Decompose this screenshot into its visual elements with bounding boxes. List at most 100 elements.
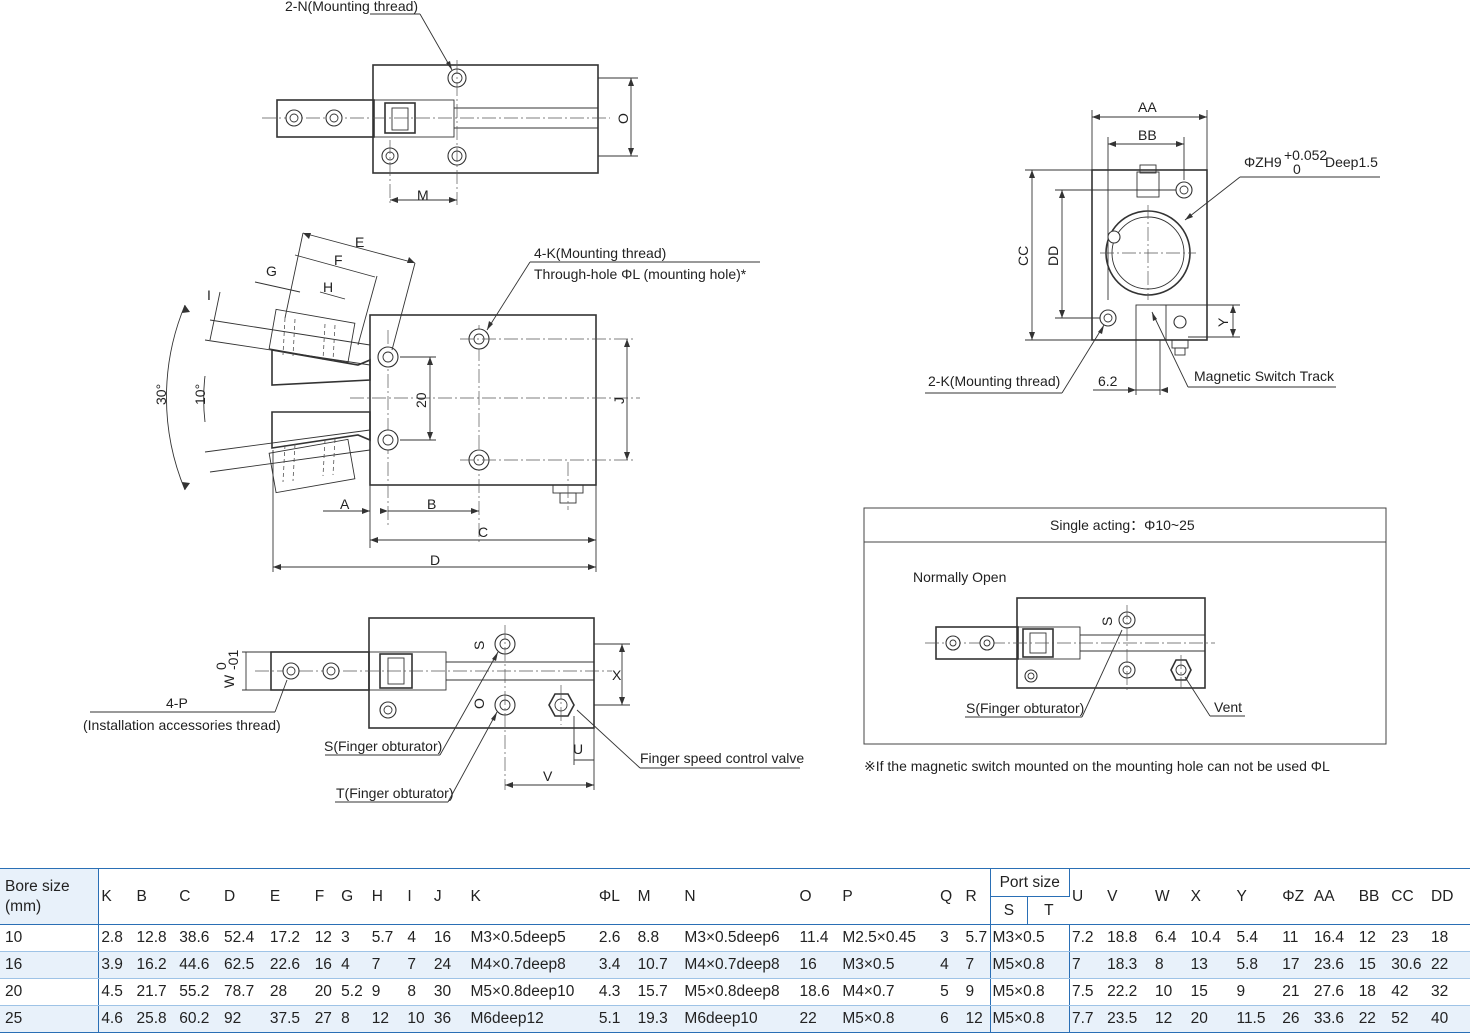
label-d: D xyxy=(430,552,440,568)
note-magnetic-switch: ※If the magnetic switch mounted on the m… xyxy=(864,758,1330,774)
header-col: P xyxy=(840,868,939,925)
table-cell: M3×0.5 xyxy=(840,951,939,979)
table-cell: 12 xyxy=(369,1005,406,1033)
table-cell: 4 xyxy=(938,951,964,979)
table-cell: 16 xyxy=(312,951,340,979)
table-cell: 22 xyxy=(1429,951,1470,979)
header-col: O xyxy=(797,868,841,925)
table-cell: 11 xyxy=(1280,924,1312,952)
table-cell: M5×0.8 xyxy=(840,1005,939,1033)
table-cell: 38.6 xyxy=(177,924,223,952)
table-cell: 17.2 xyxy=(267,924,313,952)
table-cell: M5×0.8deep10 xyxy=(468,978,597,1006)
label-i: I xyxy=(207,287,211,303)
label-h: H xyxy=(323,279,333,295)
table-cell: 52.4 xyxy=(222,924,268,952)
header-col: CC xyxy=(1389,868,1429,925)
table-cell: 18 xyxy=(1429,924,1470,952)
table-cell: 10 xyxy=(1153,978,1189,1006)
table-cell: 6.4 xyxy=(1153,924,1189,952)
front-view: 4-K(Mounting thread) Through-hole ΦL (mo… xyxy=(153,232,760,572)
label-angle-30: 30° xyxy=(153,384,169,405)
table-cell: 4.5 xyxy=(98,978,135,1006)
label-w-tol-upper: 0 xyxy=(213,662,229,670)
table-cell: 5.7 xyxy=(369,924,406,952)
label-zh9-deep: Deep1.5 xyxy=(1325,154,1378,170)
table-cell: 7 xyxy=(405,951,432,979)
table-cell: 11.5 xyxy=(1234,1005,1281,1033)
label-c: C xyxy=(478,524,488,540)
table-cell: 55.2 xyxy=(177,978,223,1006)
table-cell: 21.7 xyxy=(134,978,178,1006)
table-cell: 10 xyxy=(0,924,100,952)
table-cell: 12.8 xyxy=(134,924,178,952)
label-s-finger-obturator: S(Finger obturator) xyxy=(324,738,442,754)
label-t-finger-obturator: T(Finger obturator) xyxy=(336,785,453,801)
technical-drawing: 2-N(Mounting thread) M O xyxy=(83,0,1387,803)
label-v: V xyxy=(543,768,553,784)
table-cell: M5×0.8 xyxy=(989,1005,1070,1033)
label-e: E xyxy=(355,234,364,250)
table-cell: 19.3 xyxy=(635,1005,683,1033)
table-cell: 8 xyxy=(1153,951,1189,979)
header-port-size: Port size xyxy=(989,868,1070,897)
table-cell: 5.7 xyxy=(963,924,991,952)
label-zh9-upper: +0.052 xyxy=(1284,147,1327,163)
header-col: G xyxy=(339,868,370,925)
label-u: U xyxy=(573,741,583,757)
table-cell: 28 xyxy=(267,978,313,1006)
table-cell: 15.7 xyxy=(635,978,683,1006)
header-col: K xyxy=(468,868,597,925)
table-cell: 7 xyxy=(963,951,991,979)
table-cell: 33.6 xyxy=(1311,1005,1357,1033)
table-cell: 20 xyxy=(0,978,100,1006)
header-col: BB xyxy=(1356,868,1390,925)
table-cell: 12 xyxy=(1153,1005,1189,1033)
circuit-label-vent: Vent xyxy=(1214,699,1242,715)
circuit-label-s: S xyxy=(1099,617,1115,626)
table-cell: 7.7 xyxy=(1069,1005,1106,1033)
label-dd: DD xyxy=(1045,246,1061,266)
header-port-t: T xyxy=(1027,896,1070,925)
table-cell: 5.8 xyxy=(1234,951,1281,979)
table-cell: 9 xyxy=(963,978,991,1006)
header-bore-size: Bore size(mm) xyxy=(0,868,100,925)
table-cell: M6deep10 xyxy=(682,1005,798,1033)
label-2n-mounting-thread: 2-N(Mounting thread) xyxy=(285,0,418,14)
table-cell: 10.4 xyxy=(1188,924,1235,952)
header-col: ΦZ xyxy=(1280,868,1312,925)
label-o-bottom: O xyxy=(471,698,487,709)
header-col: X xyxy=(1188,868,1235,925)
label-20: 20 xyxy=(413,392,429,408)
table-cell: 16 xyxy=(797,951,841,979)
label-installation-accessories: (Installation accessories thread) xyxy=(83,717,281,733)
table-cell: 23 xyxy=(1389,924,1429,952)
table-cell: 8 xyxy=(405,978,432,1006)
table-cell: 22.2 xyxy=(1105,978,1153,1006)
table-cell: 8.8 xyxy=(635,924,683,952)
header-col: C xyxy=(177,868,223,925)
table-cell: 23.5 xyxy=(1105,1005,1153,1033)
table-cell: 3.9 xyxy=(98,951,135,979)
table-cell: 27 xyxy=(312,1005,340,1033)
table-cell: 7 xyxy=(369,951,406,979)
table-cell: 20 xyxy=(1188,1005,1235,1033)
table-cell: 78.7 xyxy=(222,978,268,1006)
label-cc: CC xyxy=(1015,246,1031,266)
table-cell: 10 xyxy=(405,1005,432,1033)
header-port-s: S xyxy=(989,896,1028,925)
table-cell: 60.2 xyxy=(177,1005,223,1033)
table-cell: 16 xyxy=(0,951,100,979)
bottom-view: W 0 -01 4-P (Installation accessories th… xyxy=(83,617,804,803)
label-o: O xyxy=(615,113,631,124)
table-cell: 4.3 xyxy=(596,978,636,1006)
header-col: J xyxy=(431,868,469,925)
table-cell: M5×0.8deep8 xyxy=(682,978,798,1006)
label-bb: BB xyxy=(1138,127,1157,143)
label-x: X xyxy=(612,667,622,683)
label-y: Y xyxy=(1215,317,1231,327)
table-cell: 40 xyxy=(1429,1005,1470,1033)
table-cell: 92 xyxy=(222,1005,268,1033)
